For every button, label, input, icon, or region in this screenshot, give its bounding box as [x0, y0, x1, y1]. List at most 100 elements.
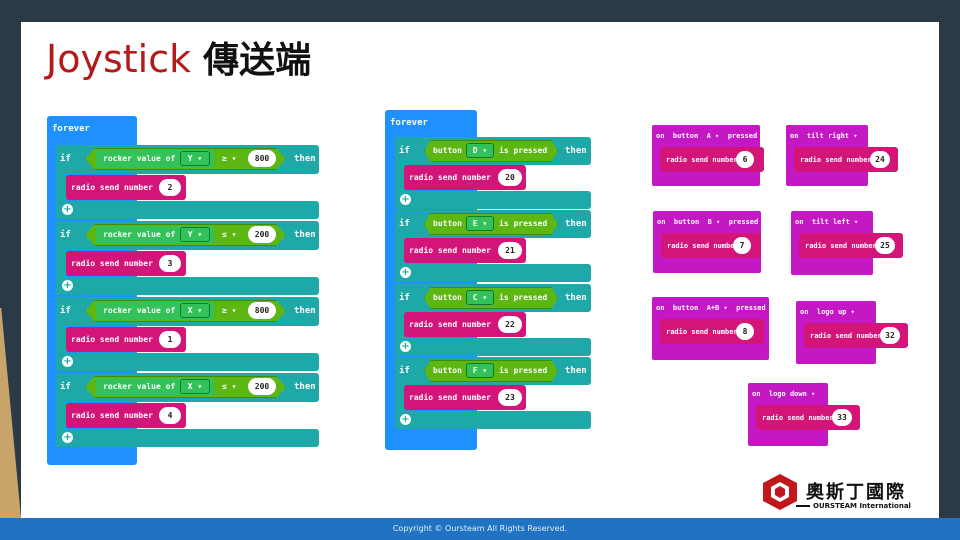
radio-send-label: radio send number — [409, 393, 491, 402]
button-key-dropdown[interactable]: C ▾ — [466, 290, 494, 305]
send-number-field[interactable]: 7 — [733, 237, 751, 254]
rocker-value-label: rocker value of — [103, 306, 176, 315]
axis-dropdown[interactable]: Y ▾ — [180, 227, 210, 242]
send-number-field[interactable]: 6 — [736, 151, 754, 168]
button-label: button — [433, 146, 462, 155]
radio-send-label: radio send number — [71, 183, 153, 192]
button-key-dropdown[interactable]: F ▾ — [466, 363, 494, 378]
radio-send-label: radio send number — [810, 332, 882, 340]
add-else-icon[interactable]: + — [62, 280, 73, 291]
send-number-field[interactable]: 3 — [159, 255, 181, 272]
send-number-field[interactable]: 2 — [159, 179, 181, 196]
then-keyword: then — [565, 366, 587, 376]
is-pressed-label: is pressed — [499, 219, 548, 228]
axis-dropdown[interactable]: Y ▾ — [180, 151, 210, 166]
forever-label: forever — [52, 124, 90, 134]
button-label: button — [433, 219, 462, 228]
decorative-gold-triangle — [0, 295, 21, 518]
event-header: on button A+B ▾ pressed — [656, 304, 766, 312]
send-number-field[interactable]: 25 — [875, 237, 895, 254]
if-block-body-left — [56, 373, 66, 447]
decorative-dark-triangle — [0, 290, 21, 308]
if-block-body-left — [56, 297, 66, 371]
send-number-field[interactable]: 22 — [498, 316, 522, 333]
title-english: Joystick — [46, 37, 192, 81]
if-block-footer — [56, 353, 319, 371]
if-block-body-left — [56, 221, 66, 295]
if-block-footer — [56, 201, 319, 219]
cube-logo-icon — [763, 474, 797, 510]
then-keyword: then — [294, 230, 316, 240]
then-keyword: then — [565, 219, 587, 229]
footer-copyright: Copyright © Oursteam All Rights Reserved… — [392, 524, 568, 533]
axis-dropdown[interactable]: X ▾ — [180, 303, 210, 318]
threshold-value-field[interactable]: 800 — [248, 150, 276, 167]
if-block-body-left — [395, 284, 405, 356]
radio-send-label: radio send number — [71, 259, 153, 268]
then-keyword: then — [294, 154, 316, 164]
oursteam-logo: 奧斯丁國際 OURSTEAM International — [760, 470, 930, 514]
operator-dropdown[interactable]: ≤ ▾ — [222, 382, 237, 391]
then-keyword: then — [294, 306, 316, 316]
send-number-field[interactable]: 21 — [498, 242, 522, 259]
send-number-field[interactable]: 20 — [498, 169, 522, 186]
axis-dropdown[interactable]: X ▾ — [180, 379, 210, 394]
add-else-icon[interactable]: + — [400, 414, 411, 425]
button-key-dropdown[interactable]: E ▾ — [466, 216, 494, 231]
button-key-dropdown[interactable]: D ▾ — [466, 143, 494, 158]
send-number-field[interactable]: 24 — [870, 151, 890, 168]
threshold-value-field[interactable]: 200 — [248, 378, 276, 395]
if-block-footer — [395, 338, 591, 356]
event-header: on tilt left ▾ — [795, 218, 859, 226]
send-number-field[interactable]: 1 — [159, 331, 181, 348]
event-header: on button B ▾ pressed — [657, 218, 759, 226]
send-number-field[interactable]: 8 — [736, 323, 754, 340]
if-keyword: if — [60, 382, 71, 392]
threshold-value-field[interactable]: 200 — [248, 226, 276, 243]
logo-brand-text: 奧斯丁國際 — [806, 482, 906, 503]
if-keyword: if — [60, 154, 71, 164]
if-block-body-left — [395, 357, 405, 429]
operator-dropdown[interactable]: ≤ ▾ — [222, 230, 237, 239]
add-else-icon[interactable]: + — [62, 204, 73, 215]
add-else-icon[interactable]: + — [400, 267, 411, 278]
add-else-icon[interactable]: + — [62, 432, 73, 443]
logo-subtitle: OURSTEAM International — [796, 502, 911, 510]
rocker-value-label: rocker value of — [103, 230, 176, 239]
send-number-field[interactable]: 33 — [832, 409, 852, 426]
operator-dropdown[interactable]: ≥ ▾ — [222, 154, 237, 163]
if-block-body-left — [56, 145, 66, 219]
title-chinese: 傳送端 — [203, 40, 312, 81]
if-keyword: if — [60, 230, 71, 240]
send-number-field[interactable]: 23 — [498, 389, 522, 406]
rocker-value-label: rocker value of — [103, 382, 176, 391]
event-header: on tilt right ▾ — [790, 132, 858, 140]
radio-send-label: radio send number — [800, 156, 872, 164]
add-else-icon[interactable]: + — [400, 194, 411, 205]
if-block-body-left — [395, 210, 405, 282]
page-title: Joystick 傳送端 — [46, 34, 311, 86]
button-label: button — [433, 366, 462, 375]
send-number-field[interactable]: 32 — [880, 327, 900, 344]
if-block-body-left — [395, 137, 405, 209]
is-pressed-label: is pressed — [499, 293, 548, 302]
then-keyword: then — [294, 382, 316, 392]
if-keyword: if — [399, 146, 410, 156]
add-else-icon[interactable]: + — [62, 356, 73, 367]
if-keyword: if — [399, 219, 410, 229]
radio-send-label: radio send number — [666, 156, 738, 164]
then-keyword: then — [565, 293, 587, 303]
if-block-footer — [395, 191, 591, 209]
radio-send-label: radio send number — [409, 173, 491, 182]
add-else-icon[interactable]: + — [400, 341, 411, 352]
threshold-value-field[interactable]: 800 — [248, 302, 276, 319]
if-keyword: if — [60, 306, 71, 316]
radio-send-label: radio send number — [666, 328, 738, 336]
is-pressed-label: is pressed — [499, 146, 548, 155]
if-block-footer — [395, 411, 591, 429]
if-block-footer — [56, 429, 319, 447]
send-number-field[interactable]: 4 — [159, 407, 181, 424]
event-header: on logo down ▾ — [752, 390, 816, 398]
operator-dropdown[interactable]: ≥ ▾ — [222, 306, 237, 315]
radio-send-label: radio send number — [409, 320, 491, 329]
